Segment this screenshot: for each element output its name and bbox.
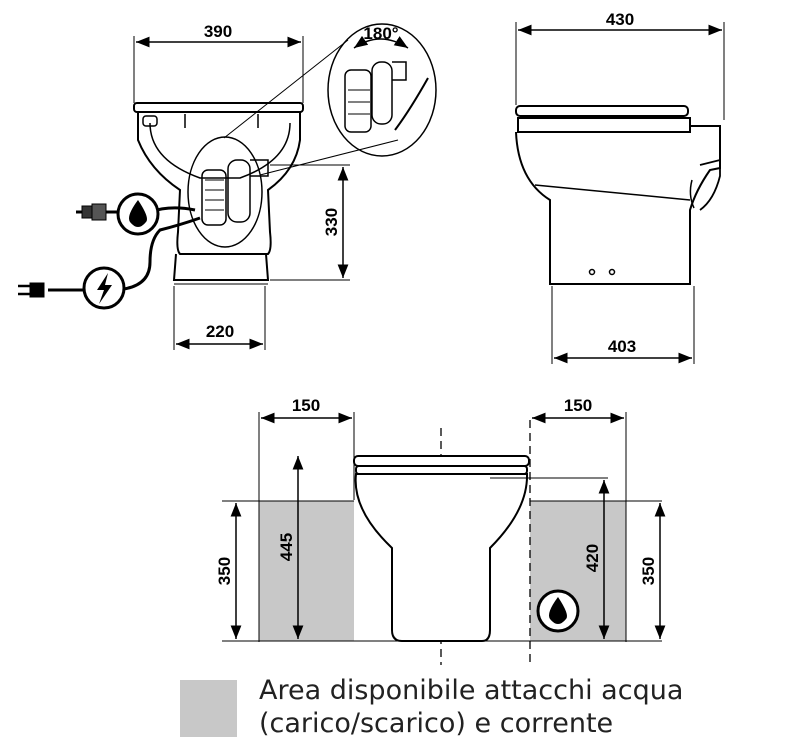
side-view <box>515 22 725 364</box>
dim-top-width: 390 <box>204 22 232 41</box>
front-view <box>48 36 399 350</box>
dim-right-inlet-height: 420 <box>583 544 602 572</box>
dim-bowl-length: 430 <box>606 10 634 29</box>
legend-text: Area disponibile attacchi acqua (carico/… <box>259 674 683 740</box>
dim-base-width: 220 <box>206 322 234 341</box>
legend: Area disponibile attacchi acqua (carico/… <box>180 674 683 740</box>
dim-right-zone-height: 350 <box>639 557 658 585</box>
lightning-bolt-icon <box>82 266 126 310</box>
rotation-detail <box>327 23 437 157</box>
dim-pedestal-height: 330 <box>322 208 341 236</box>
dim-left-zone-width: 150 <box>292 396 320 415</box>
dim-left-inlet-height: 445 <box>277 533 296 561</box>
installation-zones-view <box>222 412 666 665</box>
dim-right-zone-width: 150 <box>564 396 592 415</box>
hose-connector-icon <box>76 203 107 221</box>
left-connection-zone <box>259 501 354 641</box>
water-drop-icon <box>116 192 160 236</box>
legend-swatch <box>180 680 237 737</box>
legend-line-2: (carico/scarico) e corrente <box>259 708 614 739</box>
dim-left-zone-height: 350 <box>215 557 234 585</box>
dim-rotation-angle: 180° <box>363 24 398 43</box>
legend-line-1: Area disponibile attacchi acqua <box>259 675 684 706</box>
dim-base-depth: 403 <box>608 337 636 356</box>
electric-plug-icon <box>18 282 45 298</box>
water-drop-icon <box>536 589 580 633</box>
